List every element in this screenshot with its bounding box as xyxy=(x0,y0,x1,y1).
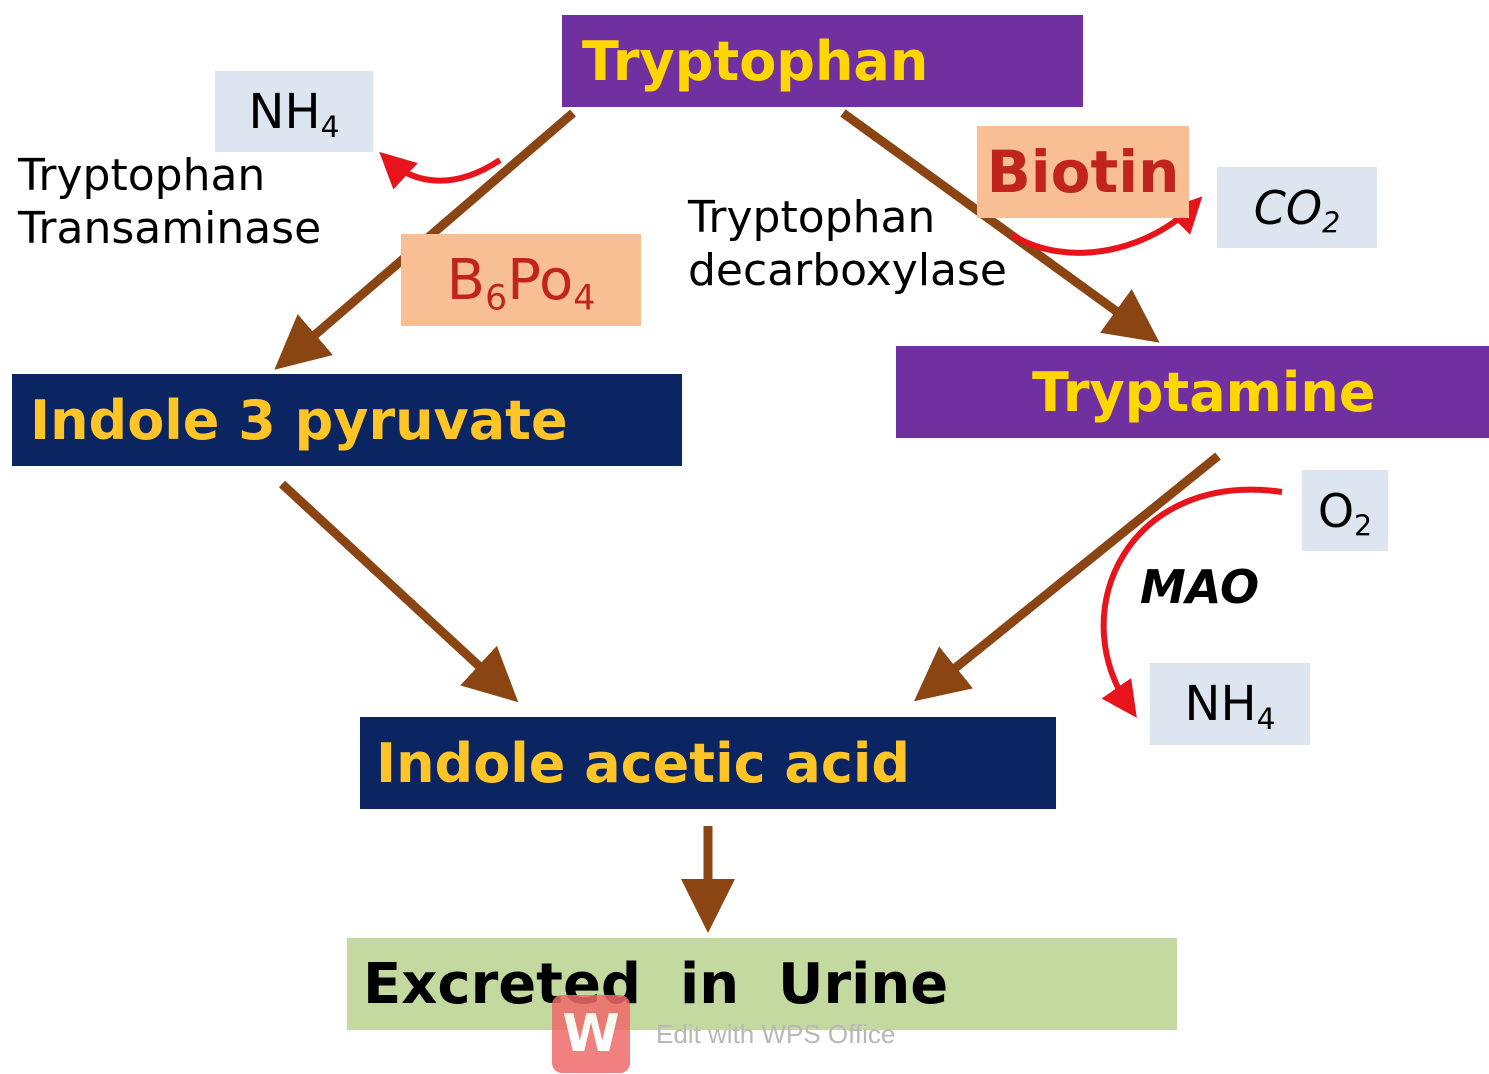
mao-label: MAO xyxy=(1140,560,1260,614)
byproduct-co2: CO2 xyxy=(1217,167,1377,248)
b6po4-label: B6Po4 xyxy=(446,247,596,318)
wps-watermark: W Edit with WPS Office xyxy=(552,995,895,1073)
nh4-left-label: NH4 xyxy=(248,83,340,145)
arrow-release-nh4-left xyxy=(379,151,502,190)
enzyme-tryptophan-decarboxylase: Tryptophan decarboxylase xyxy=(688,192,1007,298)
decarboxylase-line1: Tryptophan xyxy=(688,192,936,243)
cofactor-b6po4: B6Po4 xyxy=(401,234,641,326)
byproduct-o2: O2 xyxy=(1302,470,1388,551)
nh4-right-label: NH4 xyxy=(1184,676,1276,737)
node-tryptamine-label: Tryptamine xyxy=(1032,360,1376,424)
enzyme-tryptophan-transaminase: Tryptophan Transaminase xyxy=(18,150,321,256)
node-indole-acetic-acid-label: Indole acetic acid xyxy=(376,731,911,795)
transaminase-line2: Transaminase xyxy=(18,202,322,254)
arrow-mao-o2-to-nh4 xyxy=(1100,486,1283,718)
arrow-indole-3-pyruvate-to-indole-acetic-acid xyxy=(278,480,519,703)
node-tryptophan-label: Tryptophan xyxy=(582,29,929,93)
byproduct-nh4-left: NH4 xyxy=(215,71,373,152)
node-indole-3-pyruvate: Indole 3 pyruvate xyxy=(12,374,682,466)
biotin-label: Biotin xyxy=(986,138,1180,206)
wps-logo-icon: W xyxy=(552,995,630,1073)
arrow-tryptophan-to-tryptamine xyxy=(840,109,1160,343)
decarboxylase-line2: decarboxylase xyxy=(688,244,1007,296)
arrow-release-co2 xyxy=(1010,196,1203,256)
co2-label: CO2 xyxy=(1253,180,1341,240)
wps-watermark-text: Edit with WPS Office xyxy=(656,1018,896,1049)
o2-label: O2 xyxy=(1317,483,1373,543)
node-tryptophan: Tryptophan xyxy=(562,15,1083,107)
byproduct-nh4-right: NH4 xyxy=(1150,663,1310,745)
node-indole-acetic-acid: Indole acetic acid xyxy=(360,717,1056,809)
cofactor-biotin: Biotin xyxy=(977,126,1189,218)
node-indole-3-pyruvate-label: Indole 3 pyruvate xyxy=(30,388,568,452)
enzyme-mao: MAO xyxy=(1140,560,1259,615)
transaminase-line1: Tryptophan xyxy=(18,150,266,201)
node-tryptamine: Tryptamine xyxy=(896,346,1489,438)
arrow-tryptamine-to-indole-acetic-acid xyxy=(913,452,1221,702)
